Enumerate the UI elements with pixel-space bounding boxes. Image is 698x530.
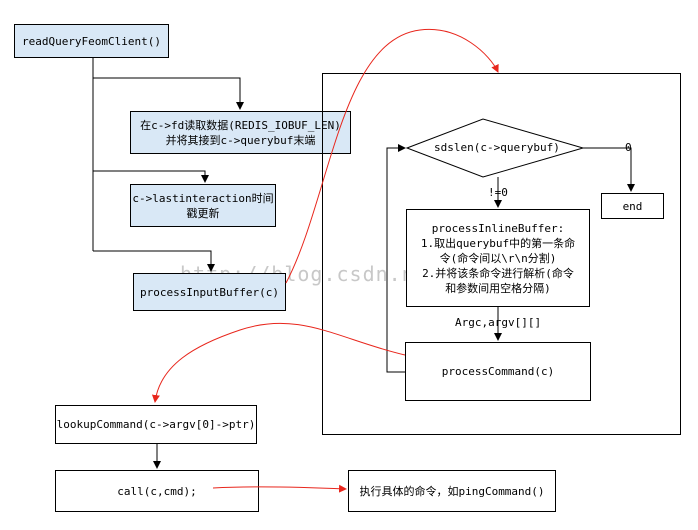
process-input-buffer-container bbox=[322, 73, 681, 435]
lastinteraction-label-line2: 戳更新 bbox=[186, 206, 220, 220]
red-arrow-to-lookup bbox=[151, 322, 406, 403]
inline-label-line5: 和参数间用空格分隔) bbox=[445, 281, 551, 295]
decision-label: sdslen(c->querybuf) bbox=[434, 141, 560, 154]
arrow-to-lastinteraction bbox=[93, 170, 209, 183]
end-label: end bbox=[622, 199, 643, 213]
loop-back-arrow bbox=[386, 144, 406, 373]
execute-command-label: 执行具体的命令，如pingCommand() bbox=[359, 484, 545, 498]
arrow-zero-to-end bbox=[583, 147, 635, 192]
end-node: end bbox=[601, 193, 664, 219]
process-input-buffer-node: processInputBuffer(c) bbox=[133, 273, 286, 311]
inline-label-line4: 2.并将该条命令进行解析(命令 bbox=[422, 266, 574, 280]
inline-label-line2: 1.取出querybuf中的第一条命 bbox=[420, 236, 576, 250]
lastinteraction-node: c->lastinteraction时间 戳更新 bbox=[130, 184, 276, 227]
inline-label-line1: processInlineBuffer: bbox=[431, 221, 565, 235]
red-flow-arrows bbox=[151, 28, 499, 493]
edge-label-not-zero: !=0 bbox=[488, 186, 508, 199]
edge-label-zero: 0 bbox=[625, 141, 632, 154]
red-arrow-to-execute bbox=[212, 484, 347, 493]
left-tree-connectors bbox=[92, 58, 244, 272]
read-fd-label-line1: 在c->fd读取数据(REDIS_IOBUF_LEN) bbox=[140, 118, 341, 132]
inner-connectors bbox=[153, 144, 635, 469]
execute-command-node: 执行具体的命令，如pingCommand() bbox=[348, 470, 556, 512]
process-command-node: processCommand(c) bbox=[405, 342, 591, 401]
read-fd-label-line2: 并将其接到c->querybuf末端 bbox=[165, 133, 316, 147]
lookup-command-label: lookupCommand(c->argv[0]->ptr) bbox=[56, 418, 256, 431]
process-command-label: processCommand(c) bbox=[441, 365, 555, 378]
process-input-buffer-label: processInputBuffer(c) bbox=[139, 285, 280, 299]
lookup-command-node: lookupCommand(c->argv[0]->ptr) bbox=[55, 405, 257, 444]
read-query-from-client-label: readQueryFeomClient() bbox=[21, 34, 162, 48]
call-label: call(c,cmd); bbox=[117, 484, 197, 498]
arrow-to-read-fd bbox=[93, 77, 244, 110]
read-query-from-client-node: readQueryFeomClient() bbox=[14, 24, 169, 58]
red-arrow-to-container bbox=[285, 28, 499, 284]
call-node: call(c,cmd); bbox=[55, 470, 259, 512]
edge-label-args: Argc,argv[][] bbox=[455, 316, 542, 329]
process-inline-buffer-node: processInlineBuffer: 1.取出querybuf中的第一条命 … bbox=[406, 209, 590, 307]
arrow-to-process-input bbox=[93, 250, 215, 272]
lastinteraction-label-line1: c->lastinteraction时间 bbox=[132, 191, 274, 205]
read-fd-node: 在c->fd读取数据(REDIS_IOBUF_LEN) 并将其接到c->quer… bbox=[130, 111, 351, 154]
inline-label-line3: 令(命令间以\r\n分割) bbox=[439, 251, 557, 265]
